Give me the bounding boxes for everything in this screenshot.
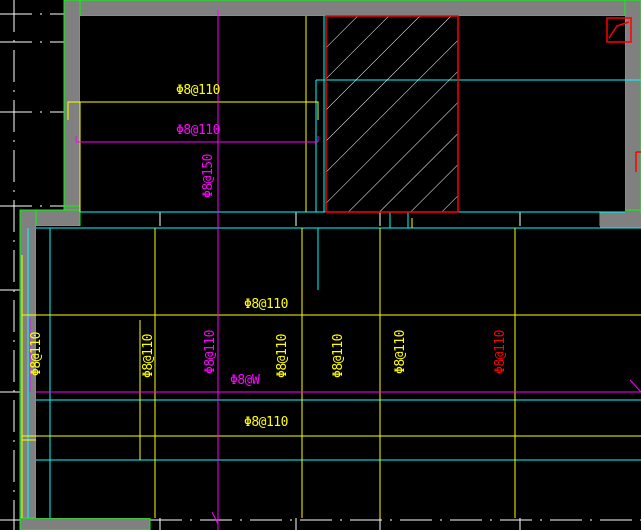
magenta-lines [29, 10, 641, 530]
label-bottom-rebar-c[interactable]: Φ8@110 [275, 334, 290, 378]
label-bottom-rebar-bottom[interactable]: Φ8@110 [244, 415, 288, 430]
label-bottom-rebar-e[interactable]: Φ8@110 [393, 330, 408, 374]
label-bottom-rebar-top[interactable]: Φ8@110 [244, 297, 288, 312]
label-top-room-rebar-2[interactable]: Φ8@110 [176, 123, 220, 138]
yellow-lines [21, 16, 641, 518]
wall-top [63, 0, 641, 17]
wall-top-left [63, 0, 81, 215]
label-bottom-rebar-d[interactable]: Φ8@110 [331, 334, 346, 378]
hatched-opening[interactable] [325, 15, 459, 213]
wall-notch-right [600, 214, 641, 228]
label-top-room-rebar-1[interactable]: Φ8@110 [176, 83, 220, 98]
label-bottom-rebar-left[interactable]: Φ8@110 [29, 332, 44, 376]
label-bottom-rebar-a[interactable]: Φ8@110 [141, 334, 156, 378]
wall-top-right [624, 0, 641, 215]
cyan-lines [27, 16, 641, 518]
red-marks [606, 17, 641, 172]
label-top-room-rebar-vertical[interactable]: Φ8@150 [201, 154, 216, 198]
label-bottom-rebar-b[interactable]: Φ8@110 [203, 330, 218, 374]
label-bottom-rebar-red[interactable]: Φ8@110 [493, 330, 508, 374]
annotations: Φ8@110 Φ8@110 Φ8@150 Φ8@110 Φ8@110 Φ8@11… [29, 83, 508, 430]
label-bottom-rebar-mid[interactable]: Φ8@W [230, 373, 260, 388]
wall-bottom [19, 517, 151, 530]
room-bottom-interior [36, 226, 641, 518]
